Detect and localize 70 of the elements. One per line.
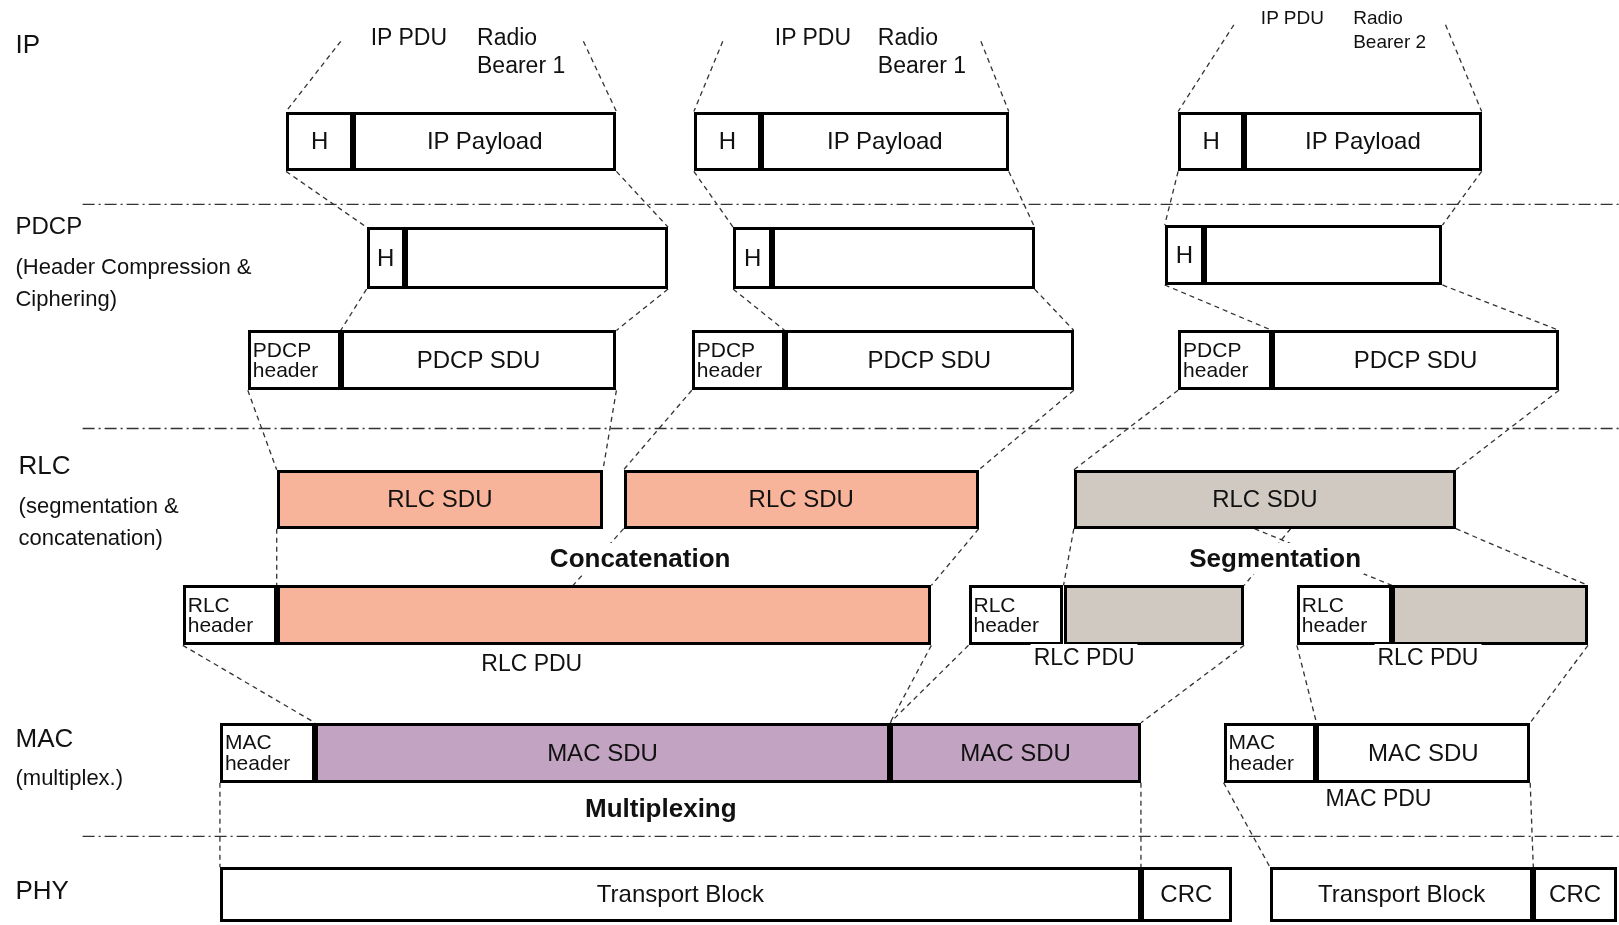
pdu-segment-box: H [366, 227, 405, 290]
pdu-segment-box: H [1164, 225, 1204, 285]
header-cell: PDCP header [691, 330, 785, 391]
projection-line [340, 288, 368, 332]
pdu-segment-box: H [1178, 111, 1245, 172]
projection-line [693, 40, 724, 113]
projection-line [693, 170, 734, 228]
projection-line [1455, 389, 1560, 471]
pdu-label: IP PDU Radio Bearer 1 [722, 22, 981, 85]
pdu-segment-box: CRC [1533, 867, 1617, 923]
header-cell: MAC header [1223, 722, 1317, 783]
header-cell: PDCP header [1178, 330, 1273, 391]
projection-line [1177, 24, 1235, 113]
projection-line [276, 528, 278, 587]
projection-line [1529, 782, 1534, 868]
pdu-label: IP PDU Radio Bearer 2 [1233, 6, 1446, 60]
projection-line [1062, 528, 1075, 587]
pdu-segment-box: H [733, 227, 773, 290]
projection-line [732, 288, 786, 332]
projection-line [247, 389, 278, 471]
projection-line [1164, 170, 1179, 226]
layer-name: RLC [18, 450, 71, 482]
pdu-segment-box: RLC SDU [1073, 469, 1456, 529]
pdu-segment-box: PDCP SDU [340, 330, 617, 391]
projection-line [978, 389, 1075, 471]
projection-line [615, 170, 669, 228]
projection-line [1441, 170, 1483, 226]
layer-name: IP [15, 28, 41, 60]
pdu-segment-box: H [693, 111, 761, 172]
header-cell: PDCP header [247, 330, 341, 391]
pdu-segment-box: IP Payload [353, 111, 617, 172]
projection-line [1444, 24, 1483, 113]
pdu-segment-box: PDCP SDU [1272, 330, 1560, 391]
header-cell: RLC header [182, 585, 277, 646]
header-cell: MAC header [219, 722, 315, 783]
pdu-segment-box: Transport Block [1270, 867, 1534, 923]
header-cell: RLC header [968, 585, 1064, 646]
projection-line [889, 644, 932, 724]
pdu-segment-box: PDCP SDU [784, 330, 1074, 391]
pdu-label: IP PDU Radio Bearer 1 [340, 22, 584, 85]
layer-name: PHY [15, 874, 69, 906]
projection-line [615, 288, 669, 332]
layer-name: MAC [15, 722, 74, 754]
layer-description: (segmentation & concatenation) [18, 492, 180, 553]
projection-line [1073, 389, 1179, 471]
projection-line [623, 389, 693, 471]
pdu-segment-box: Transport Block [219, 867, 1141, 923]
header-cell: RLC header [1296, 585, 1392, 646]
pdu-segment-box: RLC SDU [276, 469, 603, 529]
pdu-segment-box: MAC SDU [1316, 722, 1531, 783]
projection-line [930, 528, 980, 587]
pdu-segment-box: CRC [1140, 867, 1232, 923]
pdu-segment-box: MAC SDU [314, 722, 890, 783]
projection-line [1008, 170, 1036, 228]
pdu-segment-box: H [286, 111, 354, 172]
projection-line [1222, 782, 1271, 868]
projection-line [889, 644, 970, 724]
pdu-segment-box: MAC SDU [890, 722, 1141, 783]
projection-line [1140, 644, 1245, 724]
projection-line [1033, 288, 1075, 332]
projection-line [980, 40, 1010, 113]
projection-line [1140, 782, 1142, 868]
layer-description: (Header Compression & Ciphering) [15, 252, 253, 313]
pdu-segment-box: IP Payload [1244, 111, 1482, 172]
projection-line [219, 782, 221, 868]
pdu-segment-box: RLC SDU [623, 469, 979, 529]
projection-line [1529, 644, 1589, 724]
layer-name: PDCP [15, 211, 83, 240]
pdu-segment-box: IP Payload [760, 111, 1009, 172]
projection-line [582, 40, 618, 113]
